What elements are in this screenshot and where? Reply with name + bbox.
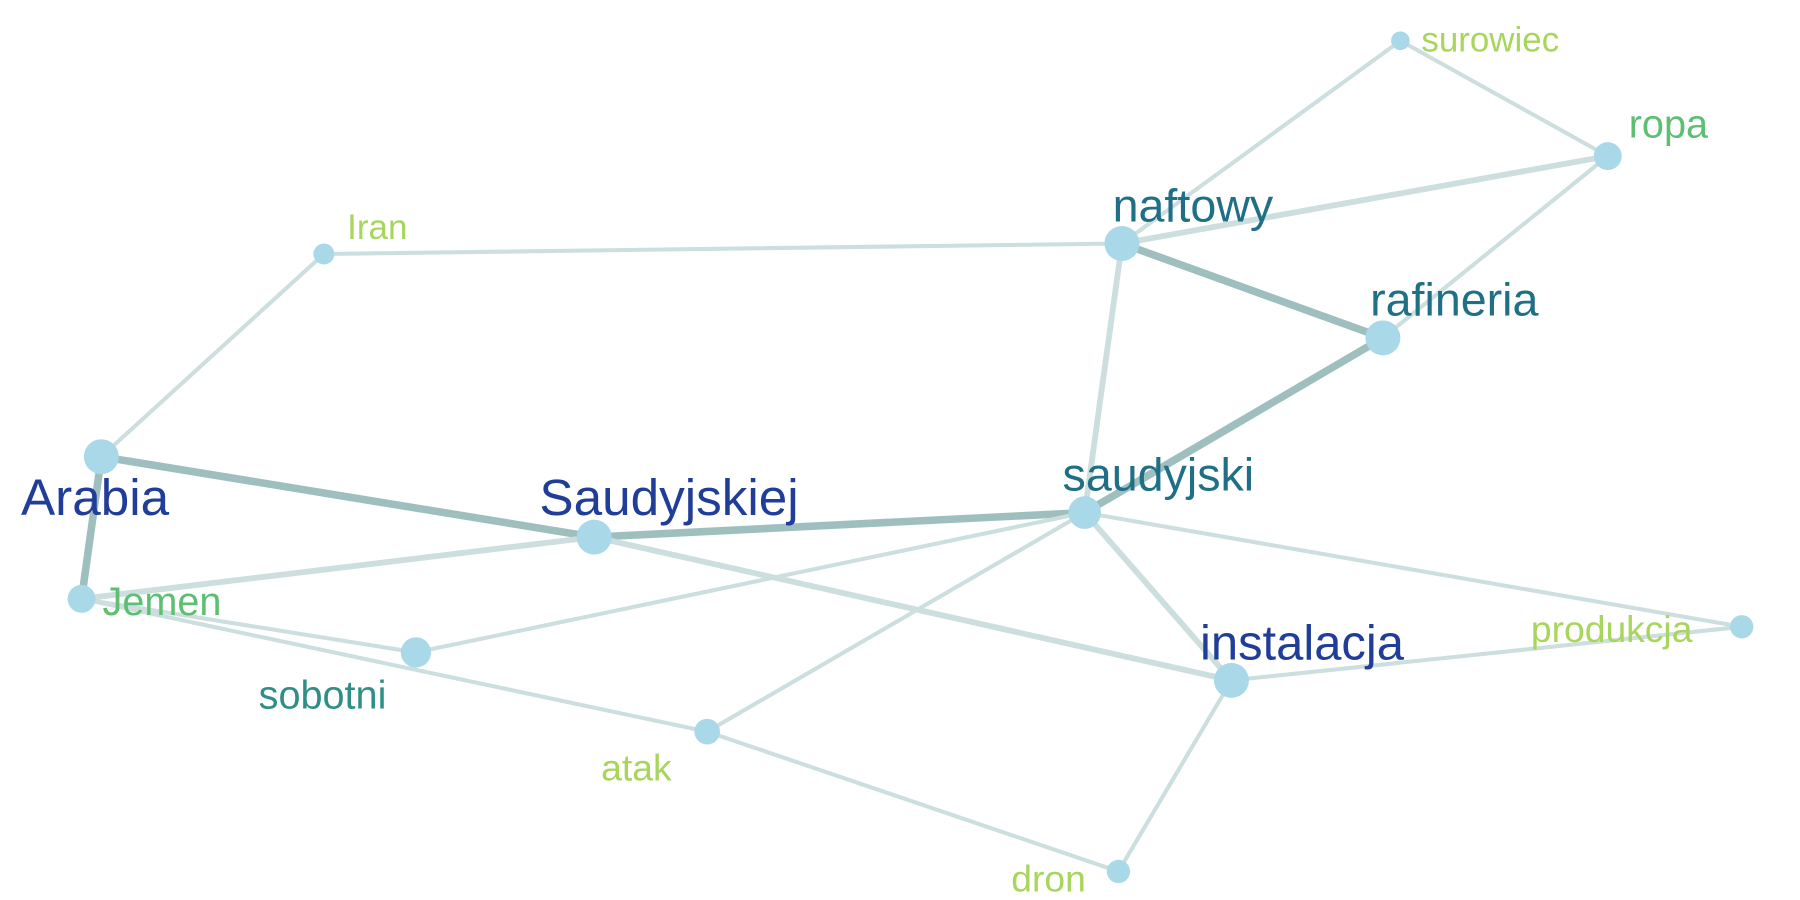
edge-ropa-rafineria xyxy=(1380,154,1610,340)
node-label-produkcja: produkcja xyxy=(1531,608,1693,650)
node-label-Saudyjskiej: Saudyjskiej xyxy=(539,469,798,526)
node-label-surowiec: surowiec xyxy=(1421,20,1559,59)
node-label-Arabia: Arabia xyxy=(21,469,170,526)
node-label-sobotni: sobotni xyxy=(259,673,387,717)
node-sobotni[interactable] xyxy=(400,637,432,668)
node-label-atak: atak xyxy=(601,747,672,789)
nodes-layer xyxy=(67,31,1754,884)
node-instalacja[interactable] xyxy=(1213,662,1249,698)
node-Arabia[interactable] xyxy=(83,439,119,475)
edge-instalacja-produkcja xyxy=(1229,624,1744,683)
node-ropa[interactable] xyxy=(1593,142,1622,171)
edge-naftowy-rafineria xyxy=(1118,239,1387,342)
edge-Arabia-Saudyjskiej xyxy=(97,452,598,541)
edge-atak-dron xyxy=(705,729,1121,874)
edges-layer xyxy=(77,38,1744,874)
node-label-dron: dron xyxy=(1011,857,1086,899)
node-dron[interactable] xyxy=(1106,859,1131,884)
node-Jemen[interactable] xyxy=(67,584,96,613)
edge-Arabia-Jemen xyxy=(77,452,106,603)
node-produkcja[interactable] xyxy=(1730,615,1754,639)
node-label-Iran: Iran xyxy=(347,208,407,247)
edge-Jemen-Saudyjskiej xyxy=(78,534,598,602)
node-label-naftowy: naftowy xyxy=(1113,179,1274,231)
edge-saudyjski-instalacja xyxy=(1081,509,1235,684)
edge-surowiec-ropa xyxy=(1398,38,1610,159)
edge-Iran-naftowy xyxy=(321,241,1124,257)
edge-naftowy-saudyjski xyxy=(1081,240,1125,516)
edge-saudyjski-atak xyxy=(705,510,1087,734)
edge-Saudyjskiej-saudyjski xyxy=(590,508,1089,541)
node-label-saudyjski: saudyjski xyxy=(1063,448,1255,500)
edge-Jemen-sobotni xyxy=(79,596,418,655)
node-surowiec[interactable] xyxy=(1391,31,1410,51)
edge-instalacja-dron xyxy=(1116,678,1234,874)
node-saudyjski[interactable] xyxy=(1068,496,1101,529)
edge-Jemen-atak xyxy=(79,596,710,734)
edge-naftowy-ropa xyxy=(1119,153,1611,247)
edge-surowiec-naftowy xyxy=(1119,38,1403,246)
node-label-ropa: ropa xyxy=(1629,102,1709,146)
node-naftowy[interactable] xyxy=(1104,226,1140,261)
node-Iran[interactable] xyxy=(313,243,335,265)
node-label-Jemen: Jemen xyxy=(103,580,222,624)
edge-sobotni-saudyjski xyxy=(413,510,1087,655)
edge-rafineria-saudyjski xyxy=(1080,334,1387,517)
node-label-rafineria: rafineria xyxy=(1370,274,1538,326)
edge-Iran-Arabia xyxy=(99,251,326,459)
node-rafineria[interactable] xyxy=(1365,320,1401,356)
edge-Saudyjskiej-instalacja xyxy=(591,534,1235,684)
node-atak[interactable] xyxy=(694,718,720,745)
edge-saudyjski-produkcja xyxy=(1082,510,1744,629)
node-label-instalacja: instalacja xyxy=(1200,616,1405,670)
node-Saudyjskiej[interactable] xyxy=(576,519,612,555)
